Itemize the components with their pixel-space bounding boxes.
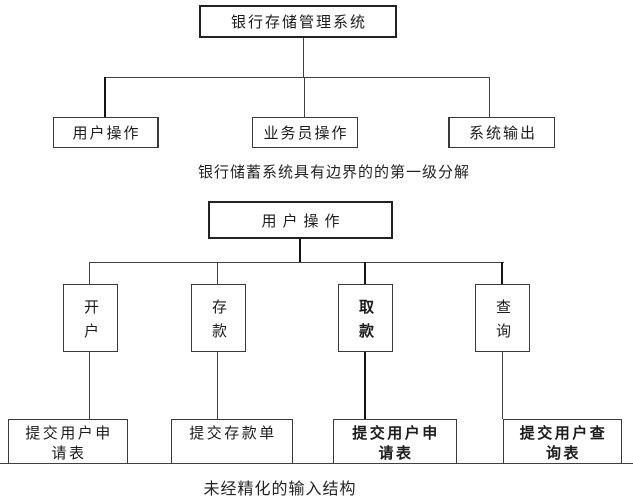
leaf-text-line: 提交存款单 bbox=[189, 425, 277, 442]
d2-child-query-box: 查询 bbox=[475, 284, 530, 352]
d1-caption: 银行储蓄系统具有边界的的第一级分解 bbox=[197, 164, 470, 181]
d1-drop-child3-line bbox=[489, 77, 490, 117]
bottom-rule-line bbox=[0, 463, 633, 464]
d1-branch-line bbox=[105, 77, 490, 78]
d2-leaf-user-application-form-box: 提交用户申 请表 bbox=[8, 419, 128, 464]
d2-leaf-user-application-form2-box: 提交用户申 请表 bbox=[333, 419, 457, 464]
d1-root-box: 银行存储管理系统 bbox=[199, 5, 397, 38]
d2-branch-line bbox=[90, 262, 504, 263]
d1-drop-child1-line bbox=[104, 77, 106, 117]
d2-child-deposit-box: 存款 bbox=[191, 284, 246, 352]
leaf-text-line: 请表 bbox=[51, 445, 87, 462]
leaf-text-line: 提交用户申 bbox=[352, 425, 440, 442]
leaf-text-line: 提交用户查 bbox=[519, 425, 608, 442]
d1-child-system-output-box: 系统输出 bbox=[448, 117, 555, 148]
d2-caption: 未经精化的输入结构 bbox=[203, 481, 357, 498]
d2-root-drop-line bbox=[299, 239, 301, 262]
d2-drop-query-line bbox=[501, 262, 503, 284]
d2-drop-deposit-line bbox=[217, 262, 218, 284]
d2-leaf-deposit-slip-box: 提交存款单 bbox=[171, 419, 293, 464]
d2-leaf-user-query-form-box: 提交用户查 询表 bbox=[503, 419, 622, 464]
d1-drop-child2-line bbox=[304, 77, 305, 117]
leaf-text-line: 请表 bbox=[378, 445, 414, 462]
d2-child-withdraw-box: 取款 bbox=[338, 284, 393, 352]
d1-child-clerk-operations-box: 业务员操作 bbox=[252, 117, 358, 148]
d2-root-box: 用户操作 bbox=[208, 201, 393, 239]
d2-child-open-account-box: 开户 bbox=[63, 284, 118, 352]
d2-withdraw-leaf-line bbox=[364, 352, 366, 419]
leaf-text-line: 询表 bbox=[545, 445, 581, 462]
d2-drop-withdraw-line bbox=[364, 262, 366, 284]
d1-root-drop-line bbox=[303, 38, 304, 77]
leaf-text-line: 提交用户申 bbox=[25, 425, 113, 442]
d1-child-user-operations-box: 用户操作 bbox=[53, 117, 159, 148]
d2-query-leaf-line bbox=[502, 352, 503, 419]
d2-drop-open-line bbox=[89, 262, 90, 284]
d2-deposit-leaf-line bbox=[217, 352, 218, 419]
d2-open-leaf-line bbox=[89, 352, 90, 419]
